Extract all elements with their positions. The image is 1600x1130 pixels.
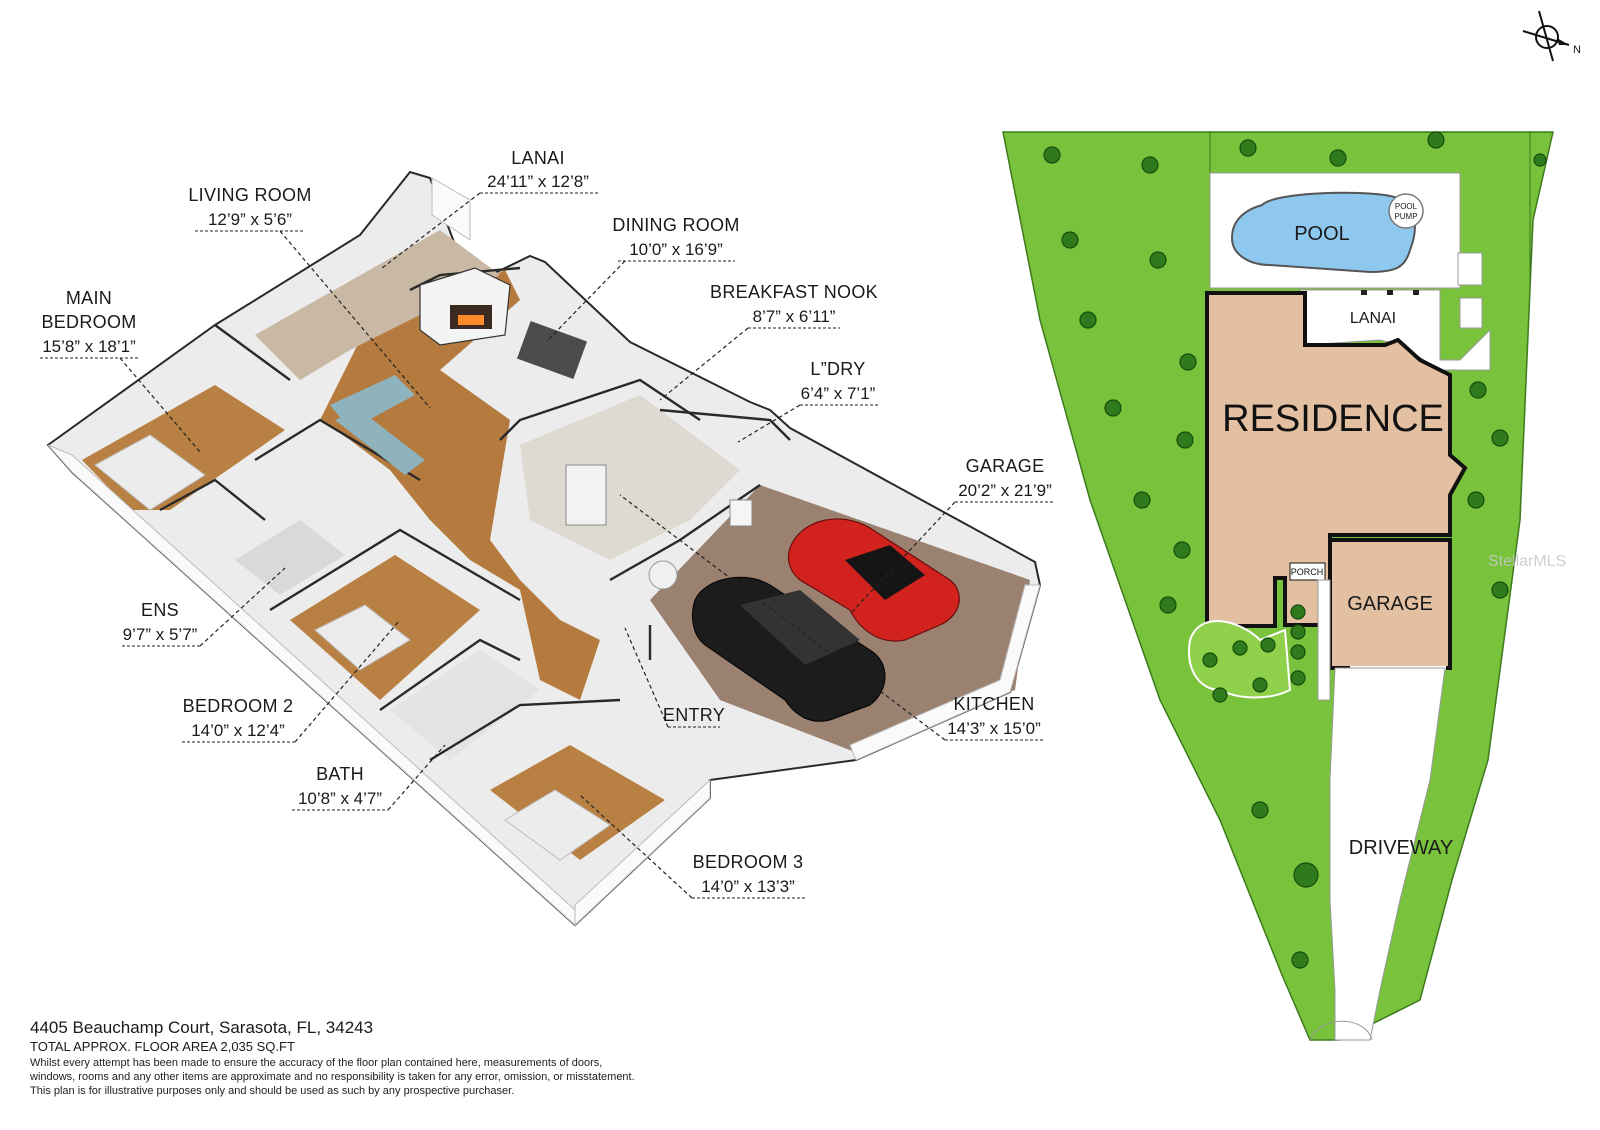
label-dining-room: DINING ROOM 10’0” x 16’9”: [547, 215, 739, 341]
label-bath: BATH 10’8” x 4’7”: [292, 744, 446, 811]
bed-3: [504, 789, 611, 861]
label-living-room: LIVING ROOM 12’9” x 5’6”: [188, 185, 431, 409]
svg-text:DINING ROOM: DINING ROOM: [612, 215, 739, 235]
svg-text:BEDROOM 3: BEDROOM 3: [693, 852, 804, 872]
label-lanai: LANAI 24’11” x 12’8”: [381, 148, 598, 269]
disclaimer-line-1: Whilst every attempt has been made to en…: [30, 1057, 603, 1069]
laundry-sink: [729, 499, 753, 527]
pool-pump-label-2: PUMP: [1394, 212, 1417, 221]
driveway-label: DRIVEWAY: [1349, 837, 1453, 859]
svg-text:10’0” x 16’9”: 10’0” x 16’9”: [629, 240, 723, 259]
disclaimer-line-3: This plan is for illustrative purposes o…: [30, 1085, 515, 1097]
ens-floor: [235, 520, 345, 595]
pool-label: POOL: [1294, 223, 1350, 245]
floor-plan-3d: [46, 170, 1042, 927]
label-bedroom-2: BEDROOM 2 14’0” x 12’4”: [182, 619, 401, 743]
property-address: 4405 Beauchamp Court, Sarasota, FL, 3424…: [30, 1018, 374, 1037]
disclaimer-line-2: windows, rooms and any other items are a…: [30, 1071, 635, 1083]
watermark: StellarMLS: [1488, 553, 1567, 570]
kitchen-island: [565, 464, 607, 526]
svg-text:14’3” x 15’0”: 14’3” x 15’0”: [947, 719, 1041, 738]
footer: 4405 Beauchamp Court, Sarasota, FL, 3424…: [30, 1018, 730, 1098]
label-bedroom-3: BEDROOM 3 14’0” x 13’3”: [579, 794, 805, 899]
label-laundry: L”DRY 6’4” x 7’1”: [737, 359, 878, 443]
label-ens: ENS 9’7” x 5’7”: [122, 567, 286, 647]
label-breakfast-nook: BREAKFAST NOOK 8’7” x 6’11”: [659, 282, 878, 401]
label-entry: ENTRY: [624, 627, 725, 728]
svg-text:LANAI: LANAI: [511, 148, 565, 168]
room-labels: LANAI 24’11” x 12’8” LIVING ROOM 12’9” x…: [40, 148, 1055, 899]
svg-text:24’11” x 12’8”: 24’11” x 12’8”: [487, 172, 589, 191]
svg-text:15’8” x 18’1”: 15’8” x 18’1”: [42, 337, 136, 356]
main-bed: [94, 434, 206, 511]
lanai-site-label: LANAI: [1350, 310, 1396, 327]
porch-walk: [1317, 579, 1331, 701]
porch: [1289, 562, 1326, 581]
svg-text:9’7” x 5’7”: 9’7” x 5’7”: [123, 625, 198, 644]
svg-text:14’0” x 13’3”: 14’0” x 13’3”: [701, 877, 795, 896]
svg-text:14’0” x 12’4”: 14’0” x 12’4”: [191, 721, 285, 740]
svg-text:BEDROOM: BEDROOM: [41, 312, 136, 332]
svg-text:20’2” x 21’9”: 20’2” x 21’9”: [958, 481, 1052, 500]
total-floor-area: TOTAL APPROX. FLOOR AREA 2,035 SQ.FT: [30, 1039, 295, 1054]
residence-label: RESIDENCE: [1222, 398, 1444, 440]
svg-text:GARAGE: GARAGE: [966, 456, 1045, 476]
svg-text:ENS: ENS: [141, 600, 179, 620]
bed-2: [314, 604, 411, 671]
wall-faces: [47, 177, 1041, 927]
trees: [1043, 131, 1547, 969]
garage-floor: [650, 485, 1030, 752]
water-heater: [648, 560, 678, 590]
lanai-area: [1299, 289, 1491, 371]
svg-text:6’4” x 7’1”: 6’4” x 7’1”: [801, 384, 876, 403]
svg-text:8’7” x 6’11”: 8’7” x 6’11”: [753, 307, 836, 326]
sectional: [335, 410, 425, 475]
pool-pump-label-1: POOL: [1395, 202, 1418, 211]
porch-label: PORCH: [1291, 567, 1324, 577]
walkway: [1329, 667, 1446, 1041]
site-plan: POOL POOL PUMP LANAI RESIDENCE PORCH GAR…: [1002, 131, 1554, 1041]
svg-text:MAIN: MAIN: [66, 288, 112, 308]
red-car: [787, 518, 960, 642]
fireplace: [419, 267, 511, 346]
residence: [1205, 291, 1468, 628]
dining-table: [516, 320, 588, 380]
svg-text:KITCHEN: KITCHEN: [953, 694, 1034, 714]
svg-text:BREAKFAST NOOK: BREAKFAST NOOK: [710, 282, 878, 302]
svg-text:10’8” x 4’7”: 10’8” x 4’7”: [298, 789, 382, 808]
compass-icon: N: [1522, 10, 1581, 62]
garage-site-label: GARAGE: [1347, 593, 1433, 615]
compass-north-label: N: [1573, 44, 1581, 56]
bath-floor: [390, 650, 540, 760]
deck-box-1: [1457, 252, 1483, 286]
bedroom3-floor: [490, 745, 665, 860]
lanai-floor: [255, 230, 500, 380]
svg-text:BEDROOM 2: BEDROOM 2: [183, 696, 294, 716]
svg-text:BATH: BATH: [316, 764, 364, 784]
label-main-bedroom: MAIN BEDROOM 15’8” x 18’1”: [40, 288, 201, 453]
deck-box-2: [1459, 297, 1483, 329]
svg-text:ENTRY: ENTRY: [663, 705, 725, 725]
pool: [1230, 191, 1416, 274]
label-garage: GARAGE 20’2” x 21’9”: [851, 456, 1055, 613]
pool-pump: [1388, 193, 1424, 229]
svg-text:12’9” x 5’6”: 12’9” x 5’6”: [208, 210, 292, 229]
svg-text:L”DRY: L”DRY: [810, 359, 865, 379]
svg-text:LIVING ROOM: LIVING ROOM: [188, 185, 311, 205]
label-kitchen: KITCHEN 14’3” x 15’0”: [619, 494, 1045, 741]
